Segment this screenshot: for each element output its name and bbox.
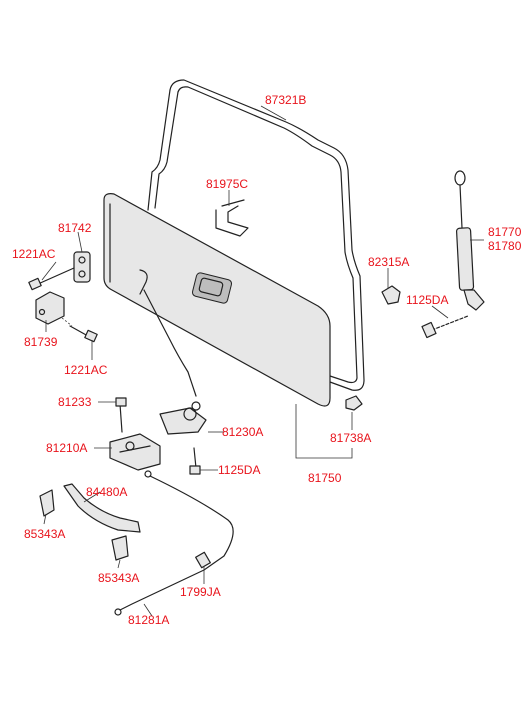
bolt-81233 <box>115 397 127 433</box>
label-81230a: 81230A <box>222 425 263 439</box>
label-81210a: 81210A <box>46 441 87 455</box>
label-1125da-right: 1125DA <box>406 293 448 307</box>
clip-81975c <box>215 199 249 237</box>
cap-82315a <box>381 285 401 305</box>
handle-84480a <box>63 483 141 533</box>
label-81750: 81750 <box>308 471 342 485</box>
leader-lines <box>41 105 484 617</box>
label-85343a-left: 85343A <box>24 527 65 541</box>
labels: 87321B 81975C 81742 1221AC 81739 1221AC … <box>12 93 522 627</box>
bumper-81738a <box>345 395 363 411</box>
label-1125da-mid: 1125DA <box>218 463 260 477</box>
panel-81750 <box>103 193 331 407</box>
bolt-1125da-mid <box>189 447 201 475</box>
label-81770: 81770 <box>488 225 522 239</box>
pad-85343a-left <box>39 489 55 517</box>
hinge-81742 <box>73 251 91 283</box>
label-81738a: 81738A <box>330 431 371 445</box>
label-84480a: 84480A <box>86 485 127 499</box>
label-1221ac-top: 1221AC <box>12 247 56 261</box>
label-81739: 81739 <box>24 335 58 349</box>
label-87321b: 87321B <box>265 93 306 107</box>
rod-assembly <box>143 289 197 397</box>
bolt-1221ac-top <box>28 267 75 291</box>
label-81233: 81233 <box>58 395 92 409</box>
label-1799ja: 1799JA <box>180 585 221 599</box>
label-81780: 81780 <box>488 239 522 253</box>
pad-85343a-right <box>111 535 129 561</box>
bracket-81739 <box>35 291 65 325</box>
label-81742: 81742 <box>58 221 92 235</box>
latch-81230a <box>159 401 207 435</box>
bolt-1125da-right <box>421 315 469 339</box>
label-81975c: 81975C <box>206 177 248 191</box>
label-82315a: 82315A <box>368 255 409 269</box>
latch-body-81210a <box>109 433 161 471</box>
bolt-1221ac-bottom <box>61 317 98 343</box>
label-81281a: 81281A <box>128 613 169 627</box>
cable-81281a <box>114 470 234 616</box>
strut-81770-81780 <box>454 170 485 311</box>
weatherstrip-87321b <box>147 79 365 391</box>
label-85343a-right: 85343A <box>98 571 139 585</box>
label-1221ac-bottom: 1221AC <box>64 363 108 377</box>
